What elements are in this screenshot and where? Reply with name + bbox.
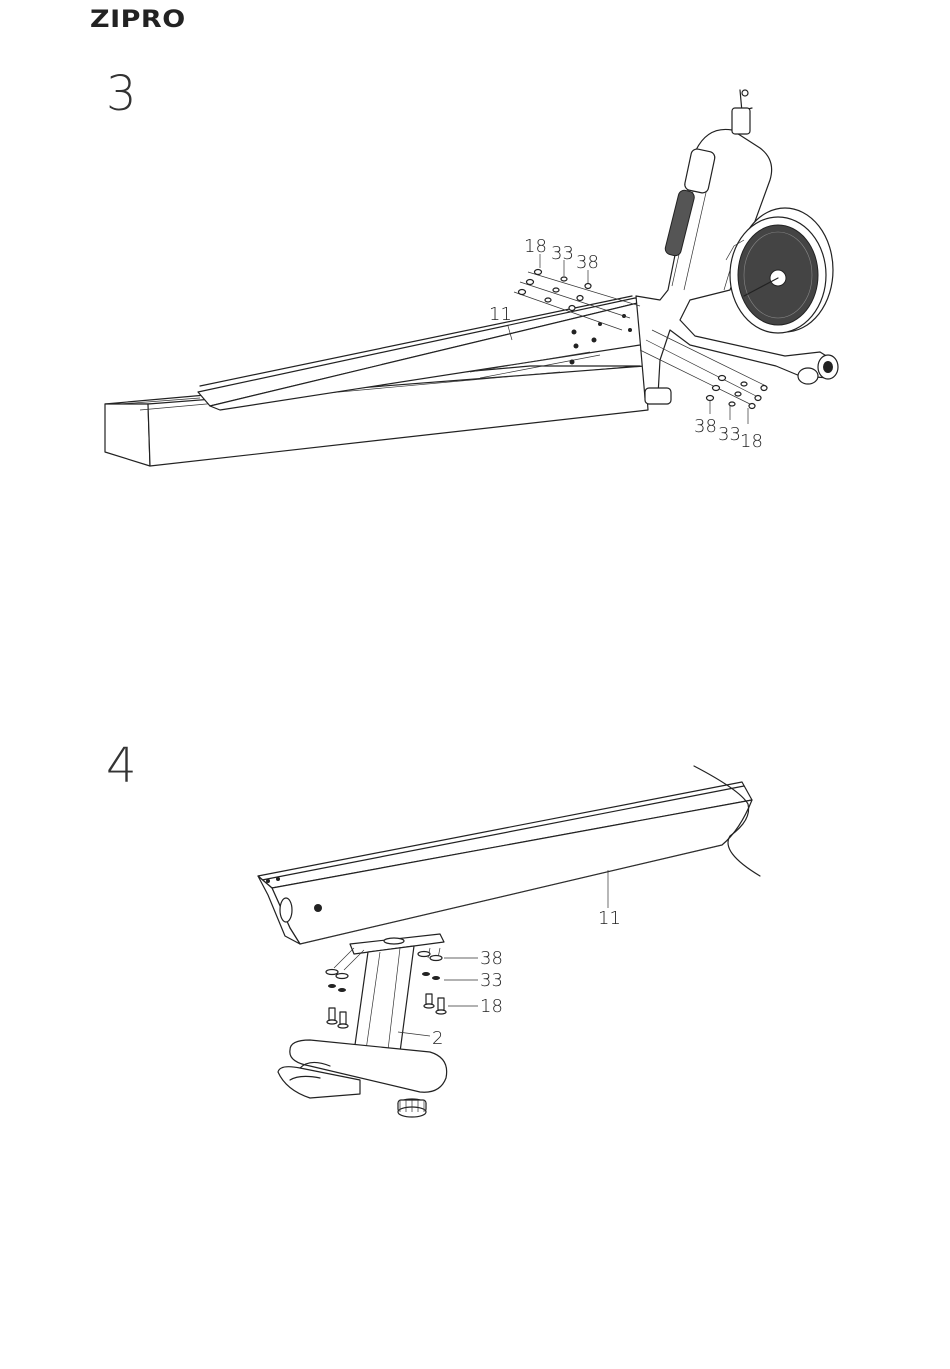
label-33-top: 33 [551,243,574,264]
label-18-bolt: 18 [480,996,503,1017]
step3-illustration: 18 33 38 11 38 33 18 [105,90,838,466]
label-18-top: 18 [524,236,547,257]
front-stabilizer-2 [278,934,447,1117]
label-38-bottom: 38 [694,416,717,437]
label-38-top: 38 [576,252,599,273]
label-11-rail: 11 [489,304,512,325]
label-33-spring-washer: 33 [480,970,503,991]
label-2-stabilizer: 2 [432,1028,443,1049]
label-18-bottom: 18 [740,431,763,452]
step4-illustration: 11 38 33 18 2 [258,766,760,1117]
label-38-washer: 38 [480,948,503,969]
rail-11-step4 [258,766,760,944]
label-33-bottom: 33 [718,424,741,445]
label-11-rail-step4: 11 [598,908,621,929]
